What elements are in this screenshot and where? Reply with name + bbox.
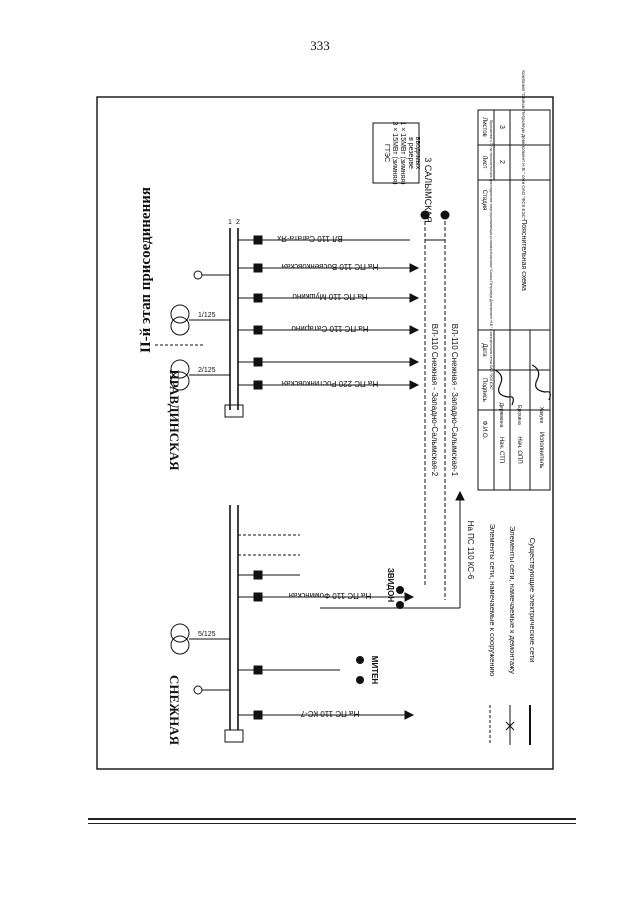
gtes-line-3: 1 × 15МВт (зимняя) bbox=[399, 121, 406, 184]
stamp-col-date: Дата bbox=[481, 343, 487, 357]
stamp-header-sheet: Лист bbox=[481, 155, 487, 168]
gtes-box: ГТЭС 3 × 15МВт (зимняя) 1 × 15МВт (зимня… bbox=[372, 121, 421, 185]
legend-item-1: Элементы сети, намечаемые к сооружению bbox=[488, 524, 497, 677]
drawing-frame bbox=[96, 96, 554, 770]
line-fominskaya: На ПС 110 Фоминская bbox=[289, 591, 372, 600]
substation-snezhnaya-label: СНЕЖНАЯ bbox=[167, 675, 182, 746]
legend-item-3: Существующие электрические сети bbox=[528, 538, 537, 663]
stamp-col-signature: Подпись bbox=[481, 378, 487, 402]
svg-text:ЗВИДОН: ЗВИДОН bbox=[386, 568, 395, 602]
title-block bbox=[477, 109, 551, 491]
bottom-rule-thin bbox=[88, 823, 576, 824]
stamp-name-1: Дерявкина bbox=[498, 403, 504, 428]
stamp-header-sheets: Листов bbox=[481, 117, 487, 137]
stamp-col-name: Ф.И.О. bbox=[481, 421, 487, 440]
stamp-name-3: Хакуев bbox=[538, 407, 544, 424]
signature-2 bbox=[531, 364, 551, 401]
stamp-header-stage: Стадия bbox=[481, 190, 487, 210]
stamp-role-1: Нач. СТП bbox=[498, 437, 504, 463]
svg-text:МИТЕН: МИТЕН bbox=[370, 656, 379, 685]
legend bbox=[489, 705, 531, 745]
snezh-earth-switch bbox=[193, 685, 230, 695]
line-sagata-yakh: ВЛ 110 Сагата-Ях bbox=[277, 234, 343, 243]
gtes-line-5: вводимых bbox=[414, 137, 421, 170]
pravd-feeders bbox=[238, 235, 420, 390]
diagram-title: II-й этап присоединения bbox=[138, 187, 154, 353]
snezh-bus-coupler bbox=[224, 729, 244, 743]
pravd-bus-1-label: 1 bbox=[228, 219, 232, 226]
stamp-approval-text: Приложение к ТУ на технологическое присо… bbox=[489, 120, 493, 391]
ks6-connection bbox=[320, 490, 465, 609]
stamp-sheets: 3 bbox=[498, 125, 505, 129]
gtes-line-1: ГТЭС bbox=[383, 144, 390, 162]
line-snezh-zap-salym-1: ВЛ-110 Снежная - Западно-Салымская-1 bbox=[450, 324, 459, 477]
stamp-sheet-title: Пояснительная схема bbox=[520, 219, 527, 291]
stamp-role-2: Нач. ОПП bbox=[516, 436, 522, 463]
line-ks6: На ПС 110 КС-6 bbox=[466, 521, 475, 580]
gtes-line-4: в резерве bbox=[407, 137, 414, 169]
substation-salymskaya-label: 3 САЛЫМСКАЯ bbox=[423, 157, 433, 223]
bottom-rule bbox=[88, 818, 576, 820]
line-ks7: На ПС 110 КС-7 bbox=[300, 709, 359, 718]
snezh-transformer: 5/125 bbox=[170, 623, 230, 655]
stamp-company: Компания "Салым Петролеум Девелопмент Н.… bbox=[521, 70, 526, 220]
pravd-bus-coupler bbox=[224, 404, 244, 418]
line-mushkino: На ПС 110 Мушкино bbox=[292, 292, 368, 301]
gtes-line-2: 3 × 15МВт (зимняя) bbox=[391, 121, 398, 184]
substation-pravdinskaya-label: ПРАВДИНСКАЯ bbox=[167, 370, 182, 471]
pravd-earth-switch bbox=[193, 270, 230, 280]
signature-1 bbox=[494, 369, 514, 406]
pravd-transformer-left: 2/125 bbox=[170, 359, 230, 391]
miten-unit: МИТЕН bbox=[356, 656, 379, 685]
page-number: 333 bbox=[310, 38, 330, 53]
pravd-transformer-right: 1/125 bbox=[170, 304, 230, 336]
svg-text:1/125: 1/125 bbox=[198, 312, 216, 319]
salymskaya-connection bbox=[420, 210, 450, 600]
stamp-role-3: Исполнитель bbox=[538, 432, 544, 468]
line-rostinkovskaya: На ПС 220 Ростинковская bbox=[282, 379, 378, 388]
stamp-sheet: 2 bbox=[498, 160, 505, 164]
stamp-name-2: Ерохина bbox=[516, 405, 522, 425]
line-satarino: На ПС 110 Сатарино bbox=[291, 324, 369, 333]
line-snezh-zap-salym-2: ВЛ-110 Снежная - Западно-Салымская-2 bbox=[430, 324, 439, 477]
pravd-bus-2-label: 2 bbox=[236, 219, 240, 226]
svg-text:5/125: 5/125 bbox=[198, 631, 216, 638]
svg-text:2/125: 2/125 bbox=[198, 367, 216, 374]
zvidon-unit: ЗВИДОН bbox=[386, 568, 404, 609]
snezh-feeders bbox=[238, 534, 415, 720]
line-vosvenkovskaya: На ПС 110 Восвенковская bbox=[282, 262, 379, 271]
legend-item-2: Элементы сети, намечаемые к демонтажу bbox=[508, 526, 517, 674]
